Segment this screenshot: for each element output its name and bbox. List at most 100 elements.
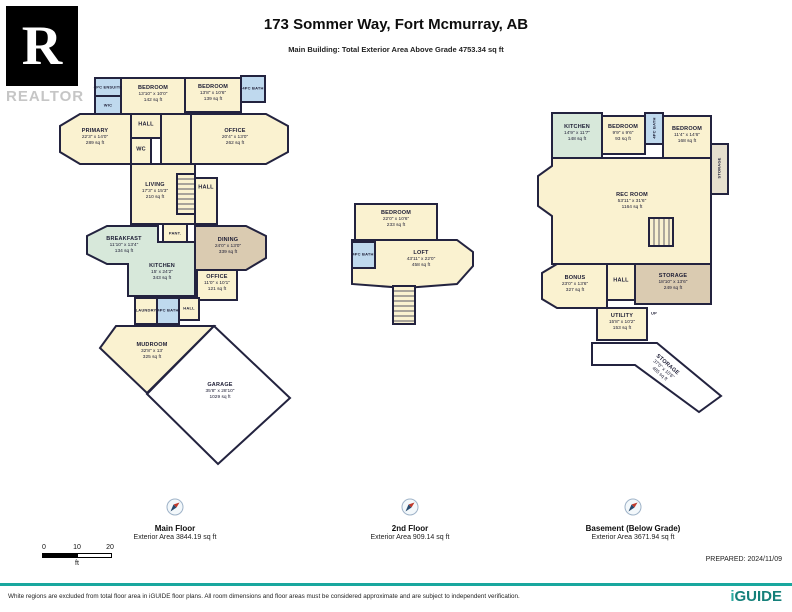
room-name: HALL [183,305,195,311]
room-label-bath-low: 4PC BATH [157,307,178,312]
room-name: DINING [217,237,239,244]
compass-icon [166,498,184,516]
room-label-bedroom: BEDROOM 22'0" x 10'6" 233 sq ft [381,210,411,230]
room-label-loft: LOFT 43'11" x 22'0" 458 sq ft [407,250,436,270]
room-area: 289 sq ft [85,141,105,147]
room-area: 233 sq ft [386,223,406,229]
room-dims: 22'0" x 10'6" [382,217,410,223]
room-shape-hall-ext [160,113,192,165]
page-title: 173 Sommer Way, Fort Mcmurray, AB [263,16,529,33]
room-shape-kitchen [551,112,603,159]
realtor-r-letter: R [21,15,63,77]
room-label-ensuite: 4PC ENSUITE [94,84,122,89]
room-area: 210 sq ft [145,195,165,201]
room-area: 134 sq ft [114,249,134,255]
room-label-bedroom-b: BEDROOM 11'4" x 14'6" 168 sq ft [672,126,702,146]
room-label-storage-side: STORAGE [716,157,721,178]
room-shape-breakfast-kitchen [86,225,196,297]
room-area: 121 sq ft [207,287,227,293]
room-label-wc: WC [136,146,146,153]
room-label-bath: 4PC BATH [352,251,373,256]
room-area: 168 sq ft [677,139,697,145]
page-subtitle: Main Building: Total Exterior Area Above… [288,45,504,54]
second-floor-plan: BEDROOM 22'0" x 10'6" 233 sq ft 4PC BATH… [345,196,480,341]
room-name: 4PC BATH [651,117,657,139]
compass-icon [401,498,419,516]
room-name: BREAKFAST [106,236,142,243]
room-dims: 43'11" x 22'0" [406,257,436,263]
room-dims: 15'8" x 10'2" [608,320,636,326]
room-dims: 13'8" x 10'6" [199,91,227,97]
room-shape-garage [145,324,292,466]
room-name: 4PC BATH [242,85,264,91]
scale-segment-empty [76,554,111,557]
scale-tick-20: 20 [106,544,114,551]
realtor-r-icon: R [6,6,78,86]
room-label-primary: PRIMARY 22'3" x 14'0" 289 sq ft [82,128,109,148]
room-name: KITCHEN [149,263,175,270]
room-shape-loft [351,239,474,290]
second-floor-svg [351,203,474,325]
room-dims: 24'0" x 13'0" [214,244,242,250]
room-shape-bath-top [240,75,266,103]
room-shape-dining [194,225,267,271]
room-area: 327 sq ft [565,288,585,294]
basement-svg [537,112,729,414]
room-label-mudroom: MUDROOM 32'8" x 13' 325 sq ft [136,342,167,362]
room-label-laundry: LAUNDRY [136,307,157,312]
room-label-living: LIVING 17'3" x 15'3" 210 sq ft [142,182,168,202]
room-label-bedroom-a: BEDROOM 13'10" x 10'0" 142 sq ft [138,85,168,105]
room-area: 458 sq ft [411,263,431,269]
room-label-hall-mid: HALL [198,184,213,191]
iguide-logo-guide: GUIDE [734,588,782,605]
room-label-bath-top: 4PC BATH [242,85,263,90]
room-name: BEDROOM [197,84,229,91]
room-dims: 14'9" x 11'7" [564,131,590,137]
room-dims: 11'0" x 10'1" [204,281,230,287]
room-area: 1029 sq ft [209,395,231,401]
room-dims: 32'8" x 13' [141,349,163,355]
room-dims: 9'9" x 9'6" [612,131,634,137]
stair-treads [393,290,415,322]
room-label-kitchen: KITCHEN 14'9" x 11'7" 148 sq ft [564,124,590,144]
room-name: 4PC ENSUITE [93,84,123,90]
room-label-up: UP [651,310,657,315]
stair-treads [653,218,670,246]
room-area: 262 sq ft [225,141,245,147]
room-dims: 13'10" x 10'0" [138,92,168,98]
room-area: 249 sq ft [663,286,683,292]
room-label-garage: GARAGE 35'8" x 28'10" 1029 sq ft [206,382,235,402]
scale-tick-0: 0 [42,544,46,551]
room-name: STORAGE [658,273,688,280]
iguide-logo-i: i [730,588,735,605]
room-label-hall-top: HALL [138,121,153,128]
basement-caption: Basement (Below Grade) Exterior Area 367… [533,498,733,541]
scale-bar-strip [42,553,112,558]
room-shape-office-low [196,269,238,301]
room-label-office-low: OFFICE 11'0" x 10'1" 121 sq ft [204,274,230,294]
scale-unit: ft [75,560,79,567]
room-area: 153 sq ft [612,326,632,332]
compass-icon [624,498,642,516]
room-shape-hall [606,263,636,301]
room-dims: 35'8" x 28'10" [205,389,235,395]
main-floor-plan: 4PC ENSUITE WIC BEDROOM 13'10" x 10'0" 1… [50,68,300,468]
main-floor-caption: Main Floor Exterior Area 3844.19 sq ft [75,498,275,541]
floor-area-label: Exterior Area 3844.19 sq ft [133,534,217,541]
room-shape-hall-low [178,297,200,321]
room-name: BONUS [564,275,586,282]
room-area: 1164 sq ft [621,205,643,211]
room-dims: 15' x 24'2" [151,270,173,276]
room-name: UTILITY [610,313,634,320]
room-label-bath: 4PC BATH [651,117,656,138]
room-area: 148 sq ft [567,137,587,143]
room-name: MUDROOM [136,342,168,349]
room-area: 139 sq ft [203,97,223,103]
room-label-kitchen: KITCHEN 15' x 24'2" 343 sq ft [149,263,175,283]
prepared-date: PREPARED: 2024/11/09 [705,556,782,563]
scale-bar: 0 10 20 ft [42,544,114,567]
room-name: WIC [103,102,113,108]
basement-plan: KITCHEN 14'9" x 11'7" 148 sq ft BEDROOM … [535,104,740,414]
room-label-utility: UTILITY 15'8" x 10'2" 153 sq ft [609,313,635,333]
